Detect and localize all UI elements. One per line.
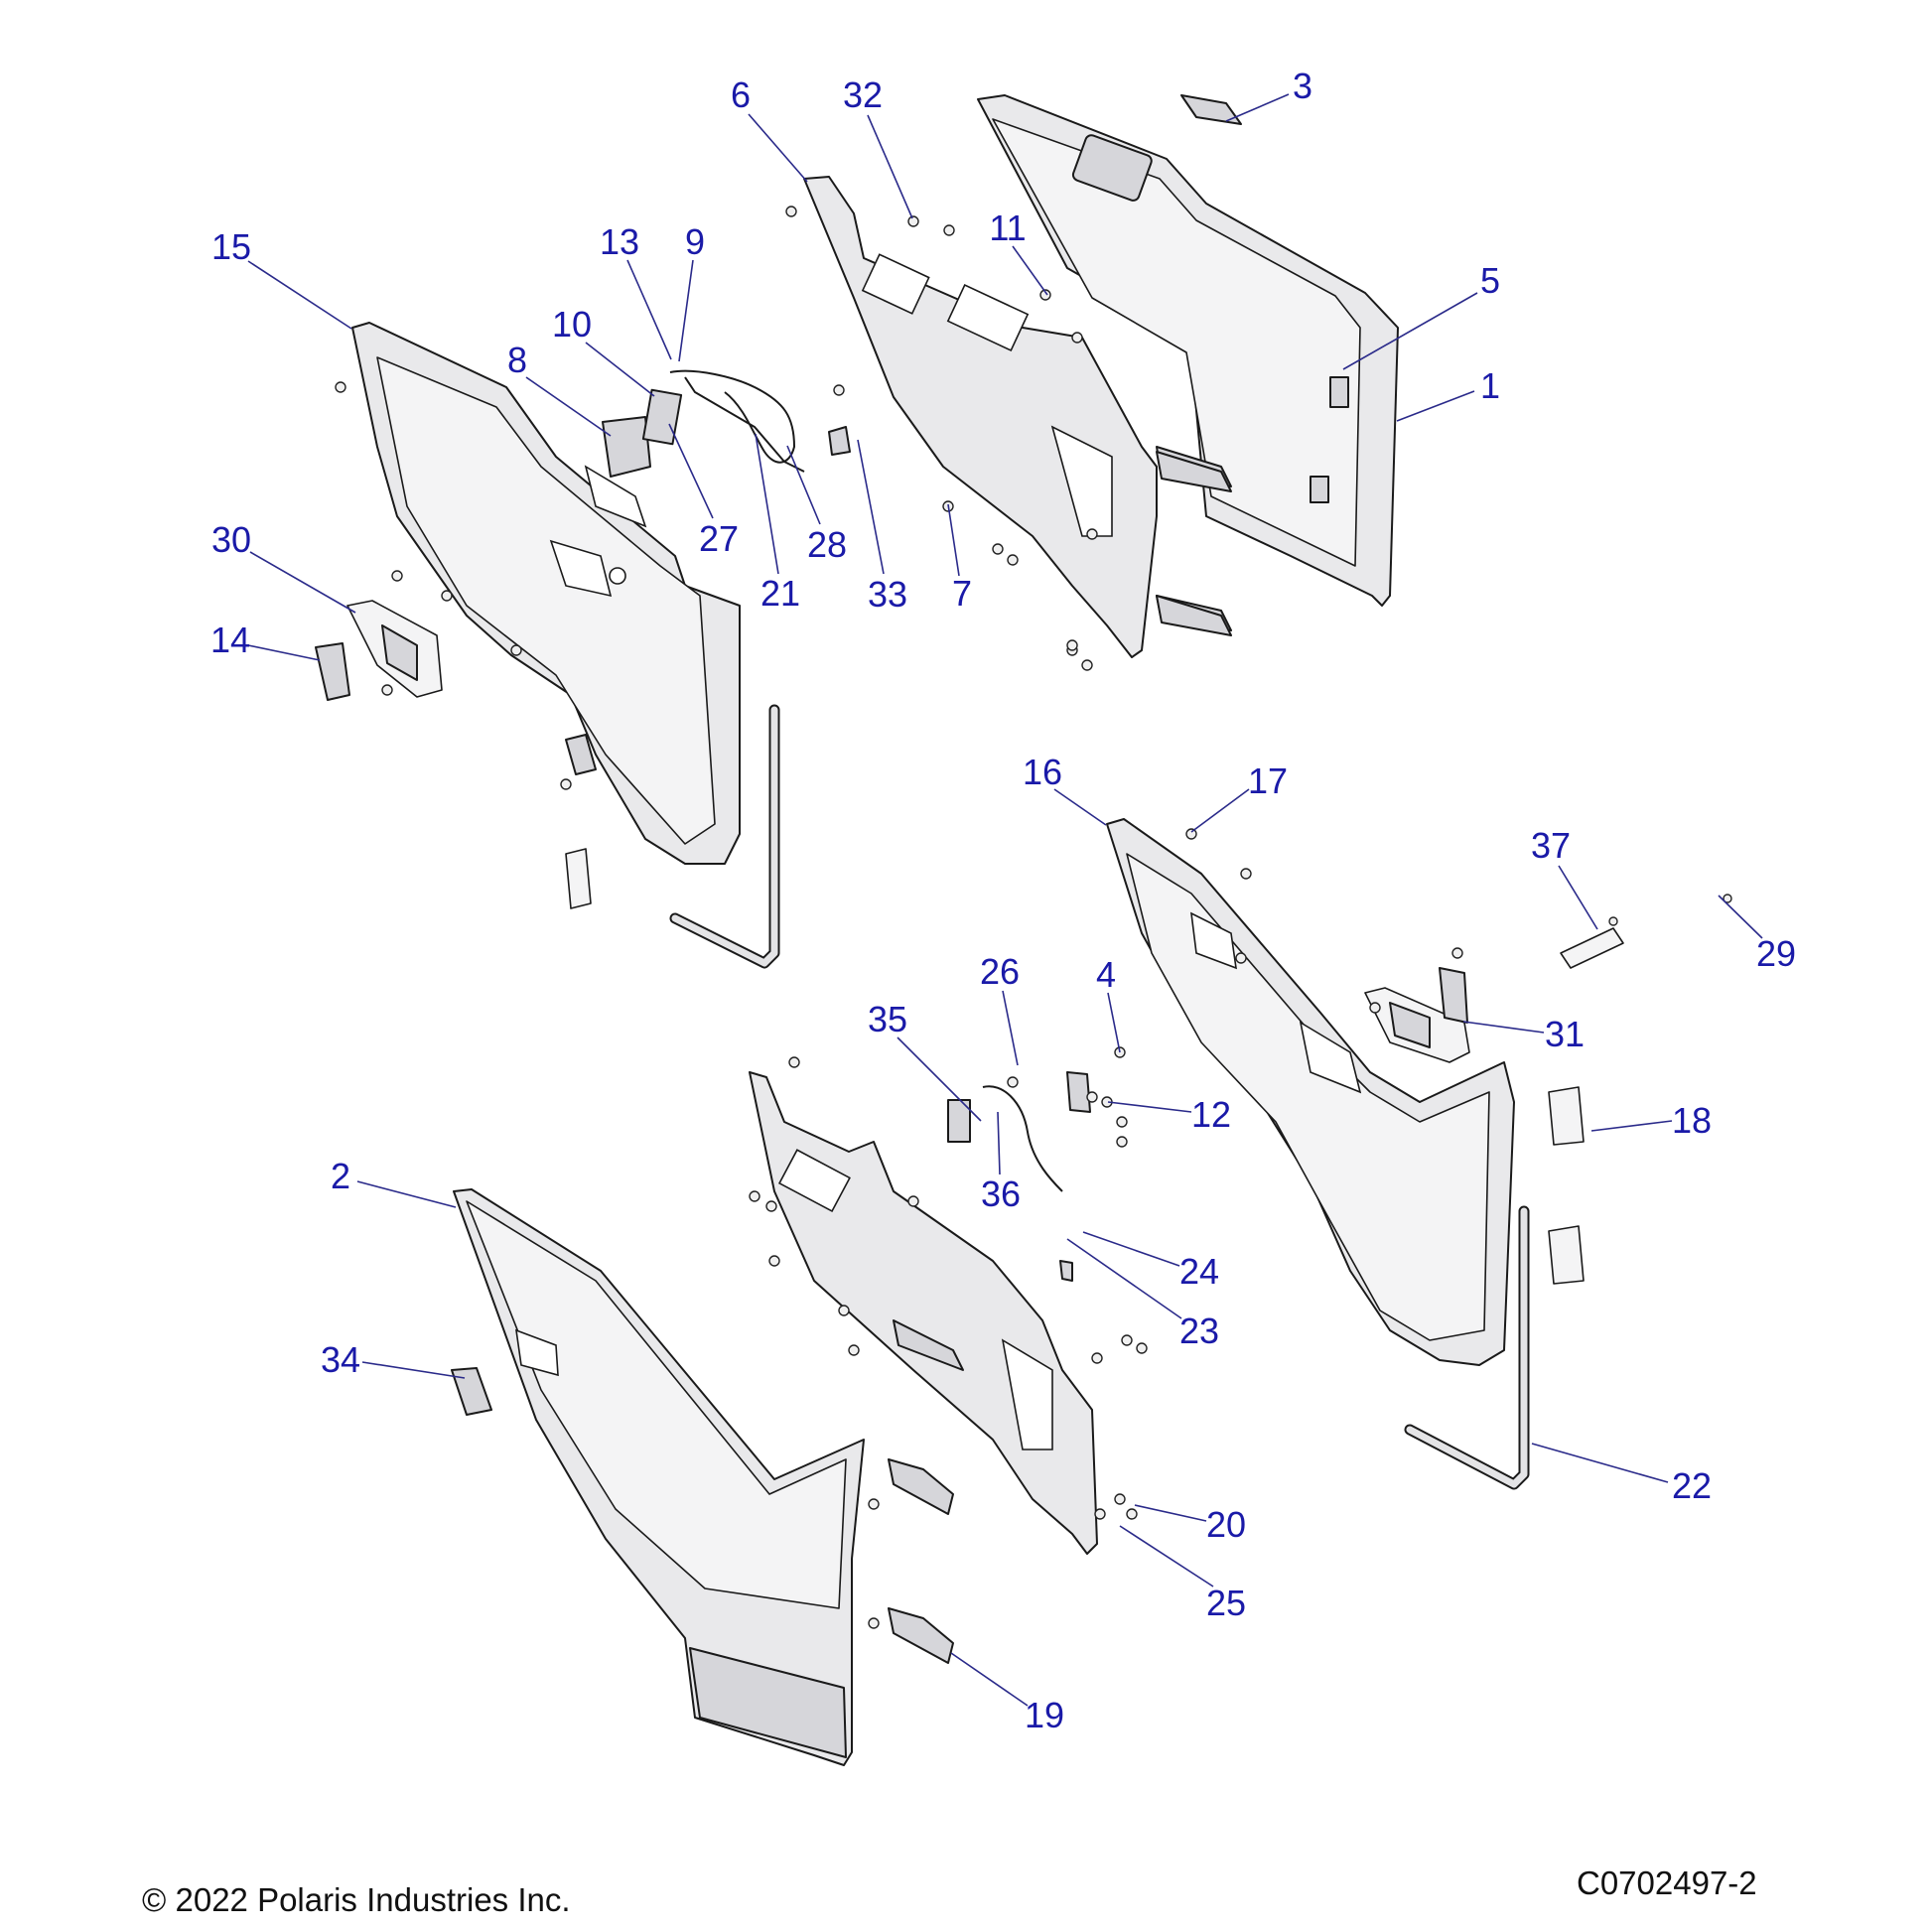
part-34-handle-lower	[451, 1367, 492, 1416]
leader-31	[1462, 1021, 1545, 1034]
leader-3	[1225, 93, 1290, 122]
part-22-door-seal-upper	[669, 704, 780, 969]
leader-28	[786, 445, 821, 525]
leader-35	[897, 1036, 982, 1122]
cover-plate-upper	[565, 848, 592, 909]
callout-25: 25	[1205, 1583, 1247, 1623]
leader-20	[1134, 1504, 1207, 1522]
leader-37	[1558, 865, 1598, 930]
callout-32: 32	[842, 74, 884, 115]
callout-33: 33	[867, 574, 908, 615]
leader-25	[1119, 1525, 1214, 1587]
part-2-outer-door-panel-lower	[453, 1188, 865, 1766]
leader-29	[1718, 895, 1763, 939]
callout-16: 16	[1022, 752, 1063, 792]
leader-30	[249, 551, 356, 614]
part-18-cover-plate	[1548, 1086, 1585, 1285]
copyright-notice: © 2022 Polaris Industries Inc.	[142, 1881, 571, 1918]
leader-32	[867, 114, 913, 219]
callout-17: 17	[1247, 760, 1289, 801]
callout-13: 13	[599, 221, 640, 262]
drawing-number: C0702497-2	[1577, 1864, 1757, 1901]
leader-15	[247, 260, 352, 330]
leader-36	[997, 1111, 1001, 1175]
callout-8: 8	[506, 340, 528, 380]
callout-2: 2	[330, 1156, 351, 1196]
callout-11: 11	[989, 207, 1027, 248]
leader-26	[1002, 990, 1019, 1066]
bezel-lower	[1439, 967, 1468, 1024]
part-15-inner-door-panel-upper	[351, 322, 741, 865]
part-1-outer-door-panel-upper	[977, 94, 1399, 607]
leader-16	[1053, 788, 1107, 826]
callout-3: 3	[1292, 66, 1313, 106]
leader-lines	[247, 93, 1763, 1707]
callout-22: 22	[1671, 1465, 1713, 1506]
door-frame-lower	[749, 1071, 1098, 1555]
callout-6: 6	[730, 74, 752, 115]
callout-28: 28	[806, 524, 848, 565]
leader-24	[1082, 1231, 1180, 1267]
callout-14: 14	[209, 620, 251, 660]
callout-34: 34	[320, 1339, 361, 1380]
leader-10	[585, 342, 655, 397]
callout-29: 29	[1755, 933, 1797, 974]
leader-21	[755, 433, 779, 575]
leader-13	[626, 259, 672, 360]
callout-35: 35	[867, 999, 908, 1039]
callout-15: 15	[210, 226, 252, 267]
callout-30: 30	[210, 519, 252, 560]
callout-18: 18	[1671, 1100, 1713, 1141]
leader-7	[947, 503, 960, 577]
callout-36: 36	[980, 1173, 1022, 1214]
leader-5	[1342, 292, 1478, 370]
callout-4: 4	[1095, 954, 1117, 995]
leader-17	[1190, 788, 1250, 833]
hinge-upper	[1156, 451, 1232, 636]
callout-9: 9	[684, 221, 706, 262]
leader-12	[1107, 1101, 1192, 1113]
callout-1: 1	[1479, 365, 1501, 406]
part-31-inner-handle-lower	[1364, 987, 1470, 1063]
leader-22	[1531, 1443, 1669, 1483]
callout-7: 7	[951, 573, 973, 614]
leader-14	[247, 644, 321, 661]
leader-33	[857, 439, 885, 575]
leader-11	[1012, 245, 1048, 296]
leader-27	[668, 423, 714, 519]
leader-23	[1066, 1238, 1182, 1319]
part-16-inner-door-panel-lower	[1106, 818, 1515, 1366]
leader-34	[361, 1361, 466, 1379]
callout-5: 5	[1479, 260, 1501, 301]
leader-4	[1107, 992, 1121, 1053]
part-22-door-seal-lower	[1404, 1205, 1530, 1490]
part-14-bezel-upper	[315, 642, 350, 701]
leader-18	[1590, 1120, 1673, 1132]
callout-31: 31	[1544, 1014, 1586, 1054]
part-19-hinge	[888, 1458, 954, 1664]
latch-assembly-upper	[602, 369, 851, 478]
callout-20: 20	[1205, 1504, 1247, 1545]
leader-8	[525, 376, 612, 437]
part-30-inner-handle-upper	[346, 600, 443, 698]
callout-10: 10	[551, 304, 593, 345]
callout-19: 19	[1024, 1695, 1065, 1735]
leader-19	[950, 1652, 1029, 1707]
part-37-pin	[1560, 927, 1624, 969]
callout-26: 26	[979, 951, 1021, 992]
callout-24: 24	[1178, 1251, 1220, 1292]
leader-6	[748, 113, 808, 183]
leader-9	[678, 259, 694, 362]
callout-21: 21	[759, 573, 801, 614]
part-3-handle	[1180, 94, 1242, 125]
callout-12: 12	[1190, 1094, 1232, 1135]
callout-37: 37	[1530, 825, 1572, 866]
callout-23: 23	[1178, 1311, 1220, 1351]
leader-1	[1396, 390, 1475, 422]
callout-27: 27	[698, 518, 740, 559]
leader-2	[356, 1180, 457, 1208]
